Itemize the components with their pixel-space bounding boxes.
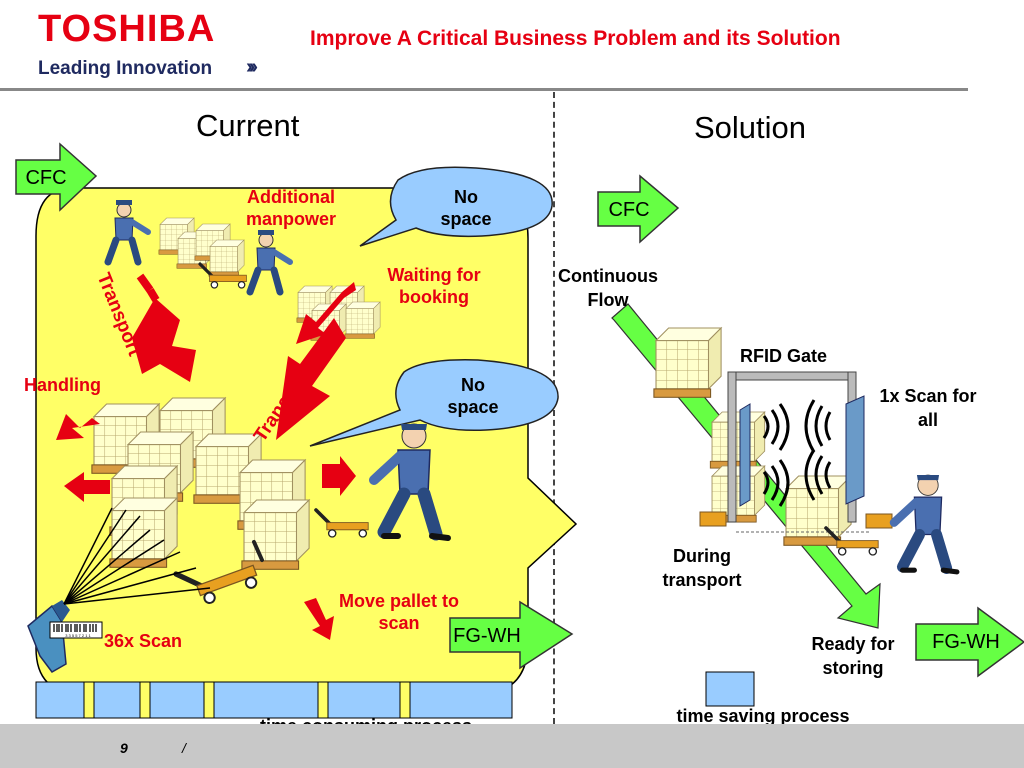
scan-all-label: 1x Scan for all (879, 386, 977, 430)
additional-manpower-label: Additional manpower (245, 187, 337, 229)
transport-arrow-2 (276, 318, 346, 440)
rfid-gate (699, 371, 893, 533)
solution-heading: Solution (694, 110, 807, 145)
rfid-gate-label: RFID Gate (740, 346, 828, 366)
footer-bar (0, 724, 1024, 768)
scan-rays (63, 507, 211, 605)
no-space-bubble-2 (309, 359, 559, 447)
current-heading: Current (196, 108, 300, 143)
cfc-label-current: CFC (25, 167, 67, 189)
waiting-for-booking-label: Waiting for booking (387, 265, 481, 307)
move-pallet-label: Move pallet to scan (338, 591, 459, 633)
fgwh-label-current: FG-WH (453, 625, 521, 647)
fgwh-arrow-solution (915, 606, 1024, 678)
cfc-arrow-solution (597, 174, 680, 244)
time-saving-box (705, 671, 755, 707)
no-space-bubble-1 (359, 166, 553, 247)
ready-for-storing-label: Ready for storing (811, 634, 895, 678)
cfc-arrow-current (15, 142, 98, 212)
no-space-label-2: No space (447, 375, 499, 417)
handling-label: Handling (24, 375, 101, 395)
header-divider (0, 88, 968, 91)
slide-title: Improve A Critical Business Problem and … (310, 27, 841, 50)
barcode-digits: 3 3 5 5 7 2 1 1 (65, 633, 91, 638)
fgwh-arrow-current (449, 600, 574, 670)
fgwh-label-solution: FG-WH (932, 631, 1000, 653)
toshiba-logo: TOSHIBA (38, 8, 216, 50)
continuous-flow-label: Continuous Flow (558, 266, 658, 310)
tagline-arrows-icon: ››› (246, 56, 258, 78)
scan-count-label: 36x Scan (104, 631, 183, 651)
rfid-waves-icon (762, 399, 832, 507)
time-consuming-bar (35, 681, 513, 719)
page-number: 9 (120, 740, 128, 756)
transport-arrow-1 (132, 273, 196, 382)
during-transport-label: During transport (662, 546, 742, 590)
transport-arrow-2-stripes (296, 282, 356, 344)
no-space-label-1: No space (440, 187, 492, 229)
tagline: Leading Innovation (38, 58, 213, 79)
page-separator: / (182, 740, 186, 756)
time-saving-label: time saving process (676, 706, 850, 726)
barcode-icon (49, 621, 103, 639)
cfc-label-solution: CFC (608, 199, 650, 221)
